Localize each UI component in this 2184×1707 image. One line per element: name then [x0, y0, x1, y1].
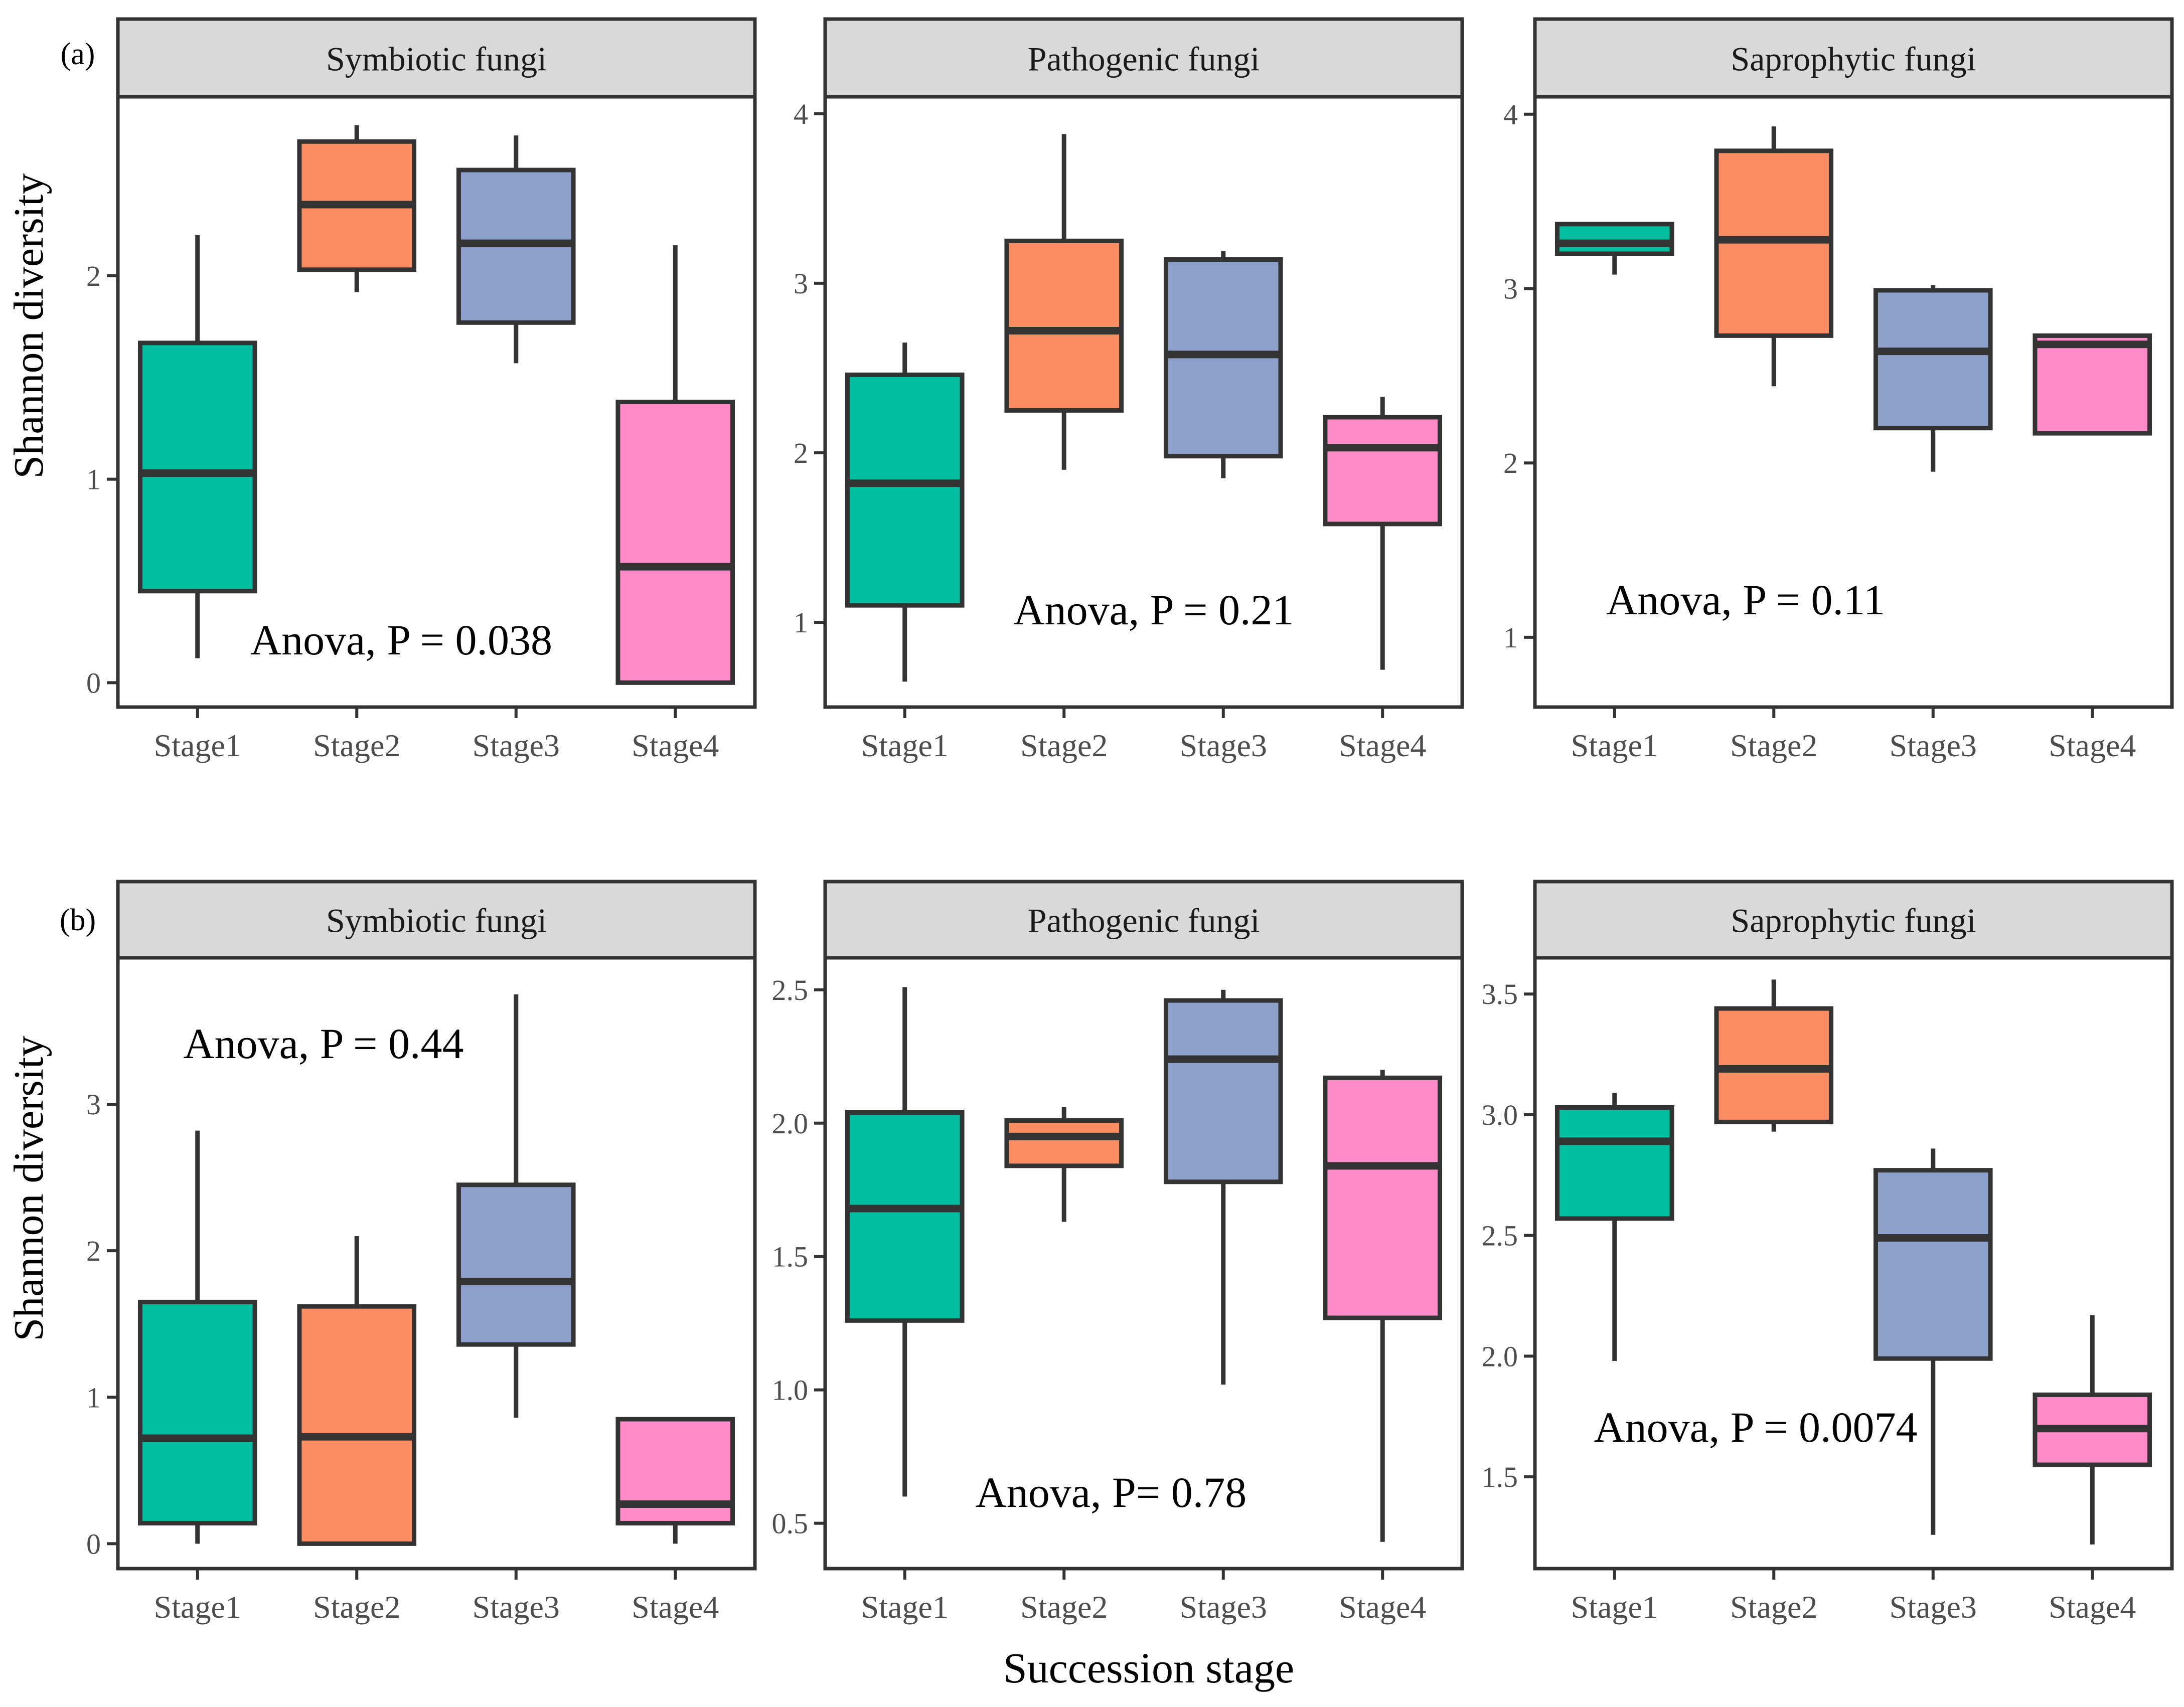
box-stage4	[615, 400, 735, 685]
y-tick-label: 1	[794, 606, 808, 639]
box-stage3	[456, 1182, 576, 1347]
anova-annotation: Anova, P = 0.0074	[1594, 1403, 1918, 1451]
y-tick-label: 2.0	[772, 1107, 809, 1140]
panel-letter-a: (a)	[61, 37, 95, 71]
y-tick-label: 4	[794, 98, 808, 130]
x-tick-label: Stage3	[473, 728, 560, 763]
y-tick-label: 3	[1503, 272, 1518, 305]
box-stage1	[1554, 222, 1674, 256]
y-tick-label: 3.0	[1482, 1099, 1518, 1131]
x-tick-label: Stage2	[1020, 728, 1108, 763]
y-tick-label: 0	[86, 666, 101, 699]
x-tick-label: Stage3	[473, 1589, 560, 1625]
anova-annotation: Anova, P = 0.038	[250, 616, 552, 664]
x-tick-label: Stage3	[1890, 728, 1977, 763]
y-tick-label: 3	[86, 1088, 101, 1121]
x-tick-label: Stage2	[1730, 1589, 1817, 1625]
y-tick-label: 3	[794, 267, 808, 300]
anova-annotation: Anova, P = 0.44	[184, 1019, 464, 1068]
y-tick-label: 2	[794, 437, 808, 469]
y-tick-label: 1.0	[772, 1374, 809, 1407]
y-tick-label: 2.5	[1482, 1220, 1518, 1252]
y-axis-label-top: Shannon diversity	[6, 174, 52, 479]
x-tick-label: Stage4	[2049, 1589, 2136, 1625]
panel-strip	[1533, 17, 2174, 99]
y-tick-label: 1	[86, 463, 101, 496]
box-stage4	[1323, 1075, 1443, 1320]
anova-annotation: Anova, P = 0.11	[1606, 576, 1885, 624]
box-stage1	[137, 1299, 257, 1525]
box-stage1	[845, 372, 965, 608]
x-tick-label: Stage4	[632, 1589, 719, 1625]
y-tick-label: 1	[1503, 621, 1518, 654]
panel-strip	[116, 17, 757, 99]
x-tick-label: Stage1	[154, 728, 241, 763]
box-stage2	[1004, 238, 1124, 413]
box-stage4	[1323, 415, 1443, 527]
panel-title: Pathogenic fungi	[1028, 901, 1260, 939]
panel-strip	[823, 17, 1464, 99]
y-tick-label: 0.5	[772, 1507, 809, 1540]
box-stage1	[1554, 1105, 1674, 1221]
x-tick-label: Stage1	[1571, 1589, 1658, 1625]
box-stage3	[1873, 1168, 1993, 1361]
anova-annotation: Anova, P= 0.78	[976, 1468, 1247, 1516]
x-tick-label: Stage1	[861, 1589, 949, 1625]
x-tick-label: Stage2	[313, 1589, 400, 1625]
x-tick-label: Stage3	[1180, 1589, 1267, 1625]
y-tick-label: 2.0	[1482, 1340, 1518, 1373]
box-stage1	[845, 1110, 965, 1323]
x-tick-label: Stage1	[1571, 728, 1658, 763]
x-tick-label: Stage1	[861, 728, 949, 763]
x-tick-label: Stage2	[1730, 728, 1817, 763]
plot-frame	[1533, 956, 2174, 1571]
x-tick-label: Stage2	[1020, 1589, 1108, 1625]
y-axis-label-bottom: Shannon diversity	[6, 1036, 52, 1341]
y-tick-label: 2	[86, 1235, 101, 1267]
x-tick-label: Stage1	[154, 1589, 241, 1625]
y-tick-label: 1	[86, 1381, 101, 1414]
y-tick-label: 1.5	[772, 1241, 809, 1273]
y-tick-label: 2	[86, 260, 101, 292]
y-tick-label: 3.5	[1482, 978, 1518, 1010]
panel-strip	[823, 880, 1464, 960]
x-tick-label: Stage4	[632, 728, 719, 763]
y-tick-label: 0	[86, 1527, 101, 1560]
x-axis-label: Succession stage	[1003, 1644, 1294, 1692]
panel-title: Symbiotic fungi	[326, 40, 547, 78]
panel-strip	[1533, 880, 2174, 960]
y-tick-label: 1.5	[1482, 1461, 1518, 1493]
panel-title: Pathogenic fungi	[1028, 40, 1260, 78]
y-tick-label: 2.5	[772, 974, 809, 1006]
box-stage2	[1004, 1118, 1124, 1168]
box-stage1	[137, 340, 257, 594]
box-stage3	[1163, 998, 1283, 1184]
x-tick-label: Stage4	[1339, 728, 1426, 763]
panel-title: Saprophytic fungi	[1731, 901, 1976, 939]
anova-annotation: Anova, P = 0.21	[1014, 586, 1294, 634]
panel-letter-b: (b)	[60, 903, 96, 937]
x-tick-label: Stage2	[313, 728, 400, 763]
panel-title: Saprophytic fungi	[1731, 40, 1976, 78]
y-tick-label: 2	[1503, 447, 1518, 479]
box-stage3	[1873, 288, 1993, 431]
y-tick-label: 4	[1503, 98, 1518, 131]
x-tick-label: Stage4	[1339, 1589, 1426, 1625]
x-tick-label: Stage3	[1890, 1589, 1977, 1625]
x-tick-label: Stage4	[2049, 728, 2136, 763]
box-stage2	[297, 1304, 417, 1546]
box-stage4	[2033, 333, 2152, 436]
panel-title: Symbiotic fungi	[326, 901, 547, 939]
x-tick-label: Stage3	[1180, 728, 1267, 763]
